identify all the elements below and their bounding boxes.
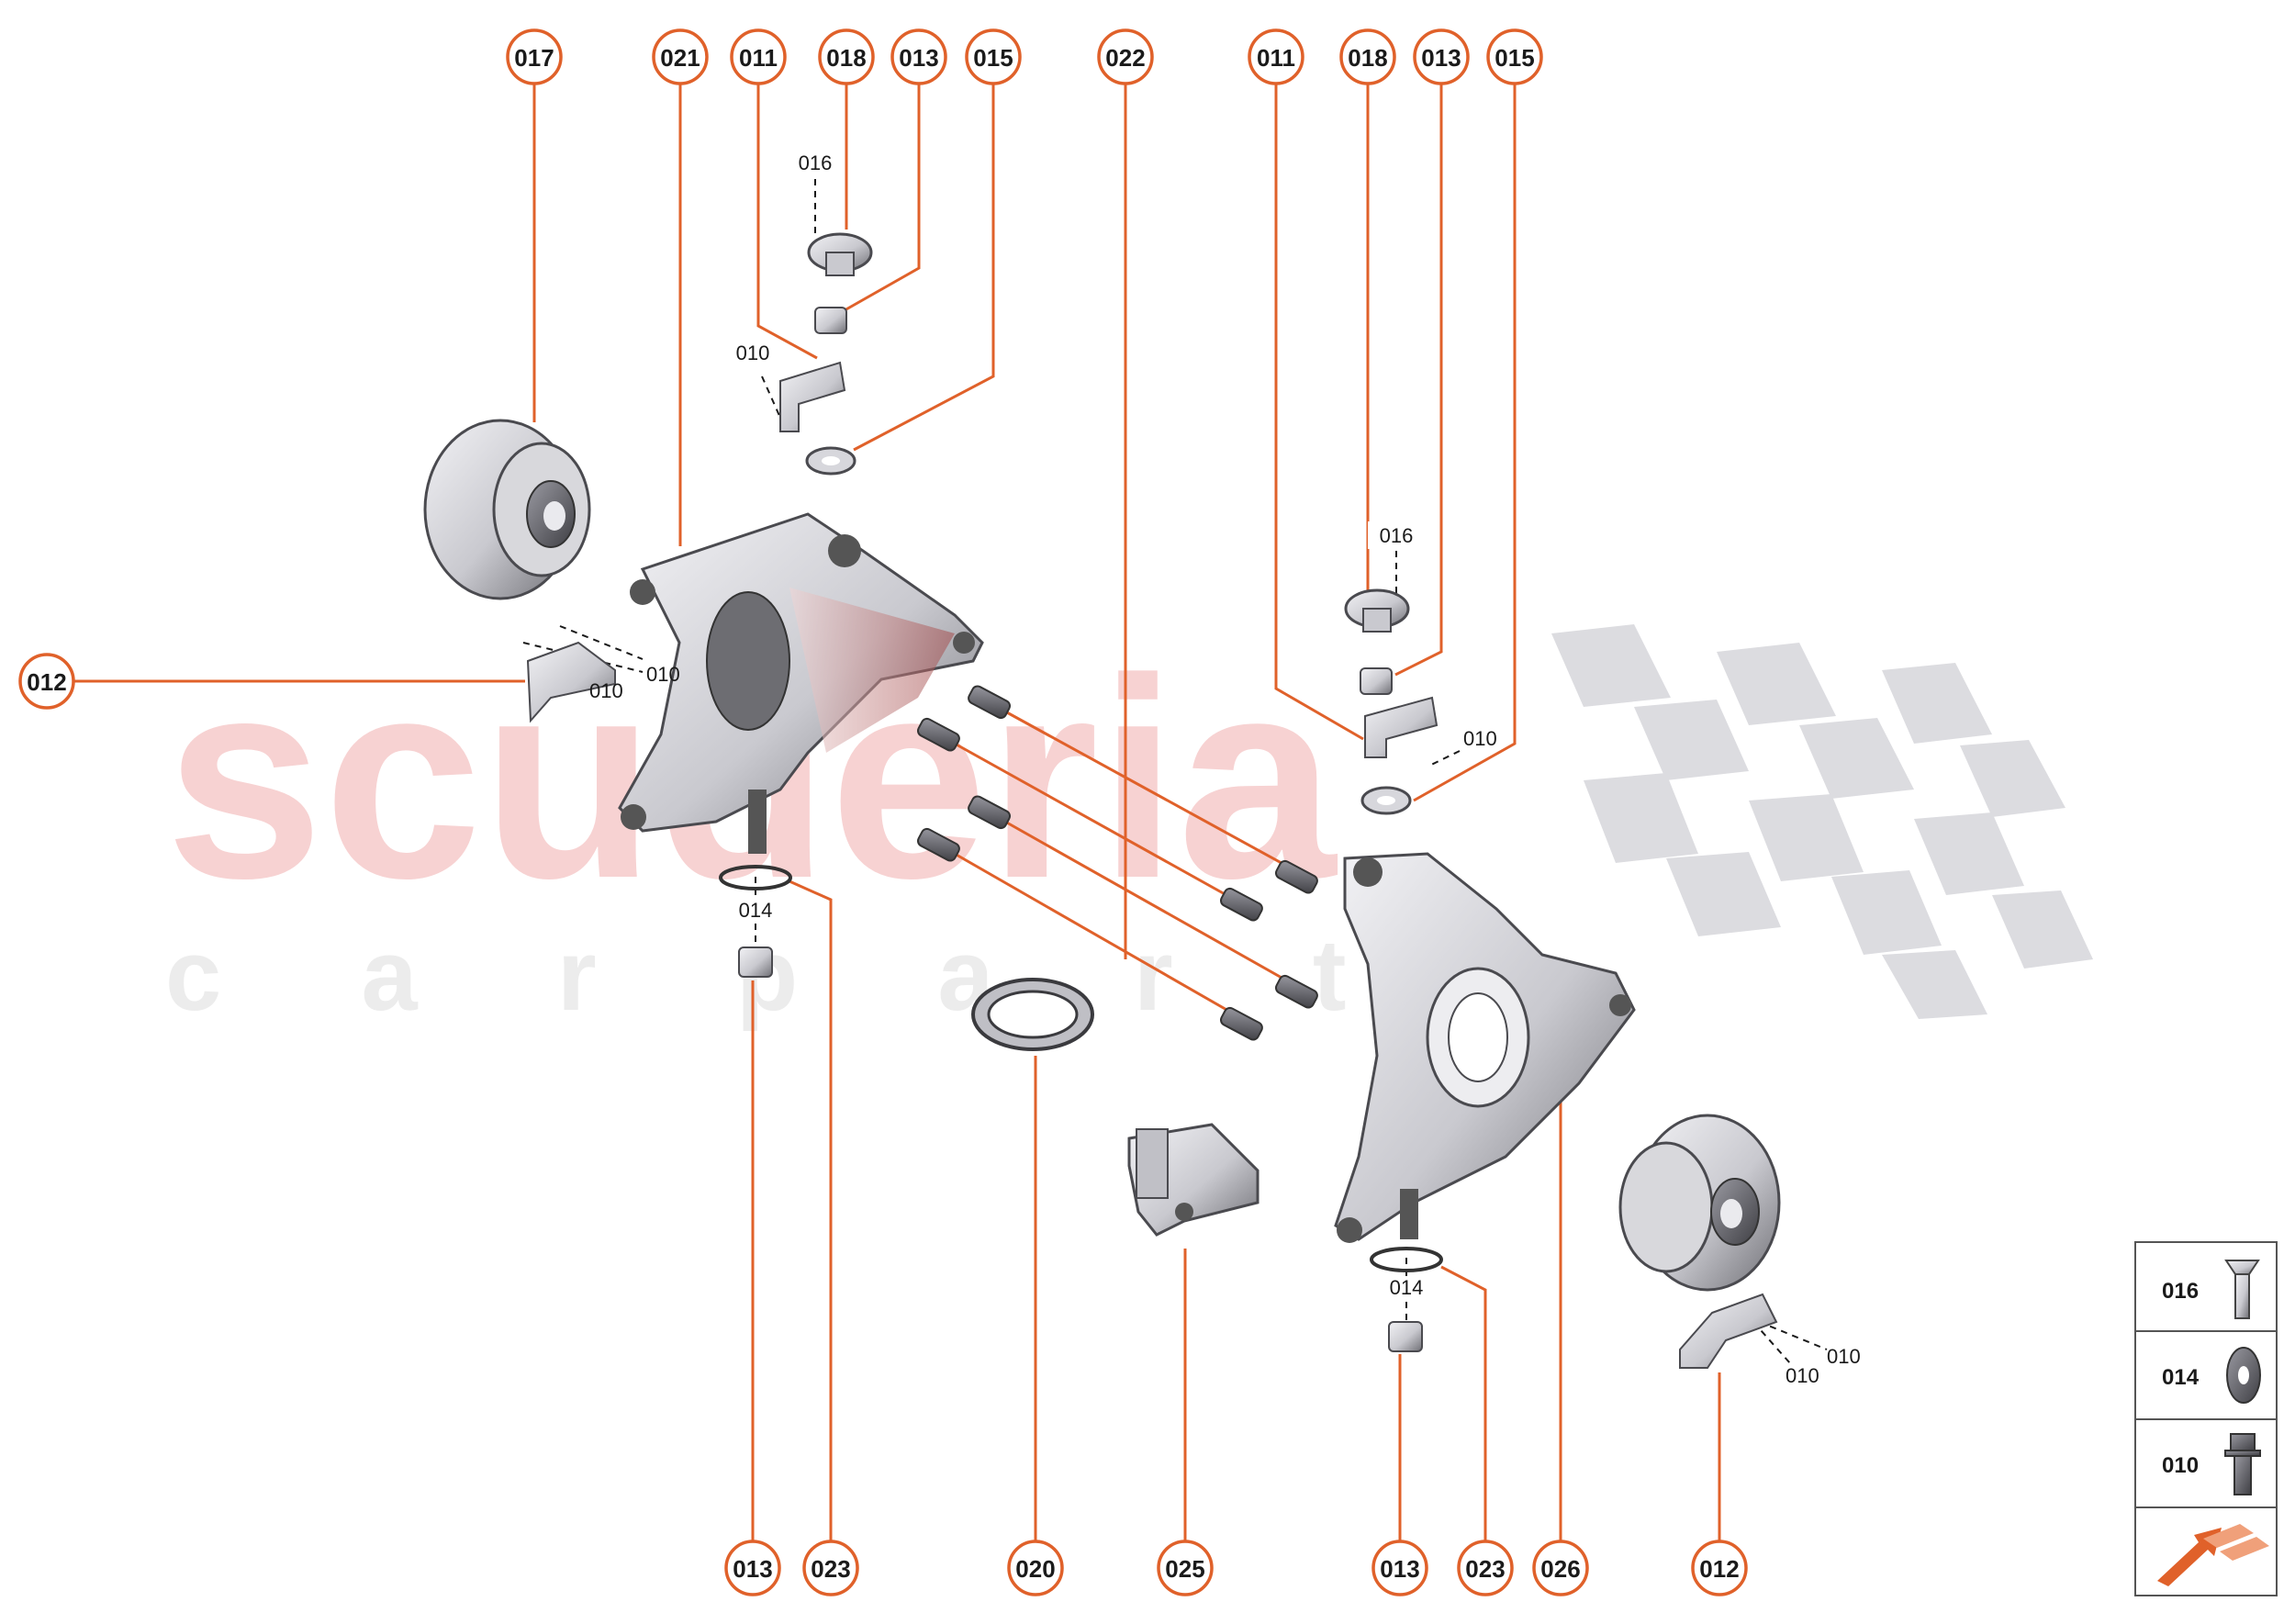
callout-top-11[interactable]: 015 [1486, 28, 1543, 85]
callout-label: 023 [811, 1555, 850, 1583]
callout-top-5[interactable]: 013 [890, 28, 947, 85]
callouts-bottom: 013 023 020 025 013 023 026 012 [724, 1540, 1748, 1596]
leader-lines [69, 77, 1721, 1547]
adjusting-eccentric-left [807, 232, 873, 276]
flange-bolt-icon [2224, 1433, 2261, 1495]
callout-label: 026 [1540, 1555, 1580, 1583]
callout-label: 012 [1699, 1555, 1739, 1583]
sensor-bracket [1127, 1123, 1259, 1237]
callout-top-7[interactable]: 022 [1097, 28, 1154, 85]
callout-top-4[interactable]: 018 [818, 28, 875, 85]
checkered-flag-icon [1551, 624, 2093, 1019]
nut-right-top [1360, 667, 1393, 695]
adjusting-eccentric-right [1344, 588, 1410, 633]
dust-seal-ring [971, 978, 1094, 1051]
sublabel-010-left-bracket: 010 [736, 342, 770, 364]
legend-code: 016 [2162, 1279, 2199, 1304]
callout-bottom-1[interactable]: 013 [724, 1540, 781, 1596]
callout-label: 011 [739, 44, 778, 72]
callout-top-9[interactable]: 018 [1339, 28, 1396, 85]
callout-label: 015 [973, 44, 1013, 72]
steering-knuckle-right [1334, 852, 1636, 1243]
callout-top-2[interactable]: 021 [652, 28, 709, 85]
callout-label: 013 [899, 44, 938, 72]
sublabel-010-shield-left-b: 010 [589, 679, 623, 702]
sublabel-010-shield-left-a: 010 [646, 663, 680, 686]
legend-row-014[interactable]: 014 [2162, 1347, 2261, 1404]
callout-bottom-7[interactable]: 026 [1532, 1540, 1589, 1596]
callout-label: 011 [1257, 44, 1295, 72]
callout-left[interactable]: 012 [18, 653, 75, 710]
sub-labels: 016 010 010 010 014 016 010 014 010 010 [589, 149, 1861, 1387]
callout-bottom-6[interactable]: 023 [1457, 1540, 1514, 1596]
sublabel-016-right: 016 [1380, 524, 1414, 547]
callout-label: 013 [1380, 1555, 1419, 1583]
callout-bottom-3[interactable]: 020 [1007, 1540, 1064, 1596]
callout-label: 023 [1465, 1555, 1505, 1583]
washer-right-top [1360, 786, 1412, 815]
countersunk-screw-icon [2224, 1260, 2260, 1319]
legend-panel: 016 014 010 [2134, 1241, 2278, 1596]
callout-label: 018 [826, 44, 866, 72]
legend-row-010[interactable]: 010 [2162, 1433, 2261, 1495]
callouts-top: 017 021 011 018 013 015 022 011 018 013 … [506, 28, 1543, 85]
sublabel-014-left: 014 [739, 899, 773, 922]
callout-bottom-4[interactable]: 025 [1157, 1540, 1214, 1596]
bracket-right-top [1364, 696, 1439, 758]
sublabel-010-right-bracket: 010 [1463, 727, 1497, 750]
callout-top-6[interactable]: 015 [965, 28, 1022, 85]
legend-row-direction[interactable] [2157, 1524, 2269, 1586]
wheel-hub-bearing-left [423, 419, 591, 600]
callout-label: 015 [1495, 44, 1534, 72]
steering-knuckle-left [618, 512, 984, 854]
ring-left [719, 865, 792, 890]
callout-bottom-8[interactable]: 012 [1691, 1540, 1748, 1596]
sublabel-010-shield-right-b: 010 [1786, 1364, 1819, 1387]
callout-label: 025 [1165, 1555, 1204, 1583]
nut-left-top [814, 307, 847, 334]
legend-row-016[interactable]: 016 [2162, 1260, 2260, 1319]
callout-label: 018 [1348, 44, 1387, 72]
heat-shield-left [526, 641, 616, 723]
sublabel-010-shield-right-a: 010 [1827, 1345, 1861, 1368]
parts-illustration [423, 232, 1781, 1369]
callout-bottom-2[interactable]: 023 [802, 1540, 859, 1596]
nut-right-bottom [1388, 1321, 1423, 1352]
ring-right [1370, 1247, 1443, 1272]
wheel-hub-bearing-right [1618, 1114, 1781, 1292]
legend-code: 014 [2162, 1365, 2200, 1390]
direction-arrow-icon [2157, 1524, 2269, 1586]
callout-top-3[interactable]: 011 [730, 28, 787, 85]
callout-label: 013 [733, 1555, 772, 1583]
washer-left-top [805, 446, 856, 476]
callout-top-10[interactable]: 013 [1413, 28, 1470, 85]
flat-washer-icon [2226, 1347, 2261, 1404]
callout-label: 013 [1421, 44, 1461, 72]
sublabel-016-left: 016 [799, 151, 833, 174]
sublabel-014-right: 014 [1390, 1276, 1424, 1299]
callout-label: 012 [27, 668, 66, 696]
legend-code: 010 [2162, 1453, 2199, 1478]
callout-label: 020 [1015, 1555, 1055, 1583]
callout-label: 021 [660, 44, 700, 72]
watermark-tagline: c a r p a r t s [165, 919, 1542, 1032]
bracket-left-top [779, 361, 846, 432]
callout-top-1[interactable]: 017 [506, 28, 563, 85]
heat-shield-right [1679, 1293, 1778, 1369]
callout-top-8[interactable]: 011 [1248, 28, 1304, 85]
nut-left-bottom [738, 946, 773, 978]
bolts-group [916, 685, 1318, 1041]
callout-label: 017 [514, 44, 554, 72]
callout-label: 022 [1105, 44, 1145, 72]
callout-bottom-5[interactable]: 013 [1371, 1540, 1428, 1596]
